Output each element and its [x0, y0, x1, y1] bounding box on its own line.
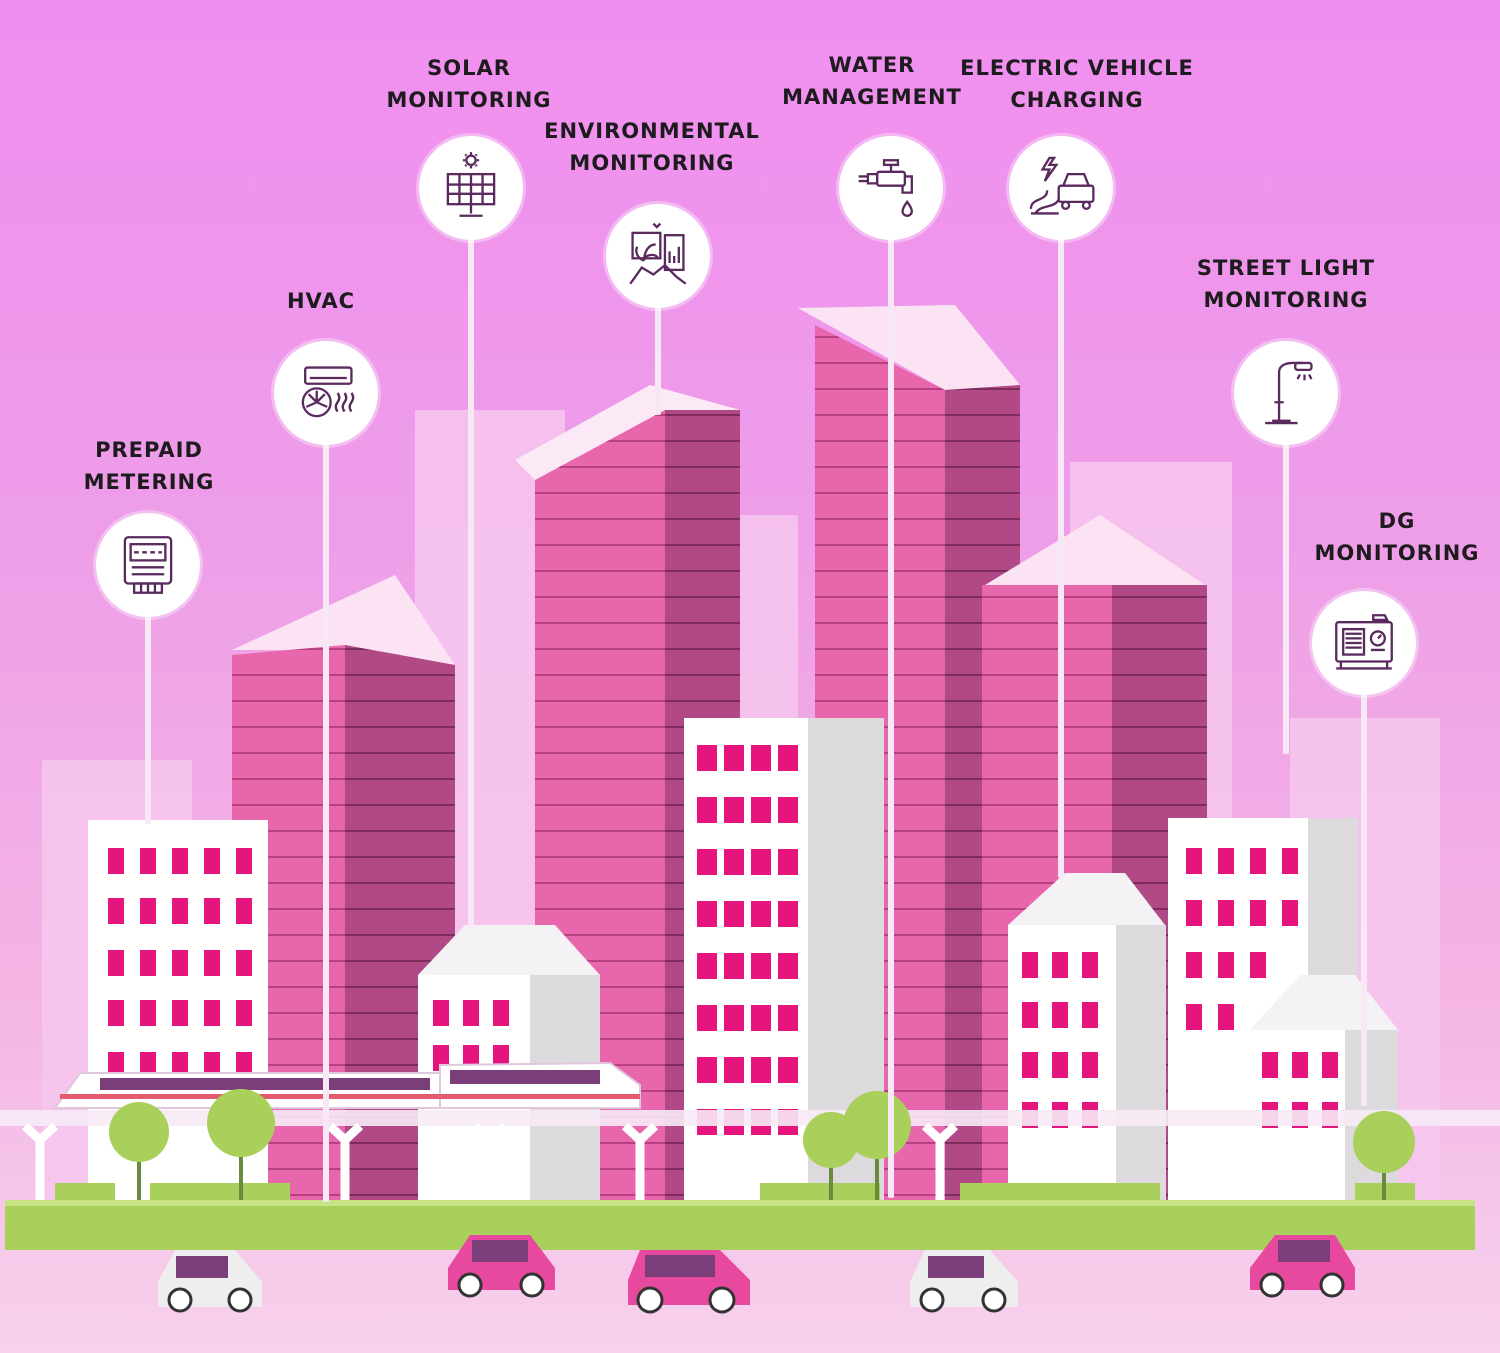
label-line: HVAC: [286, 289, 356, 313]
label-solar-monitoring: SOLAR MONITORING: [386, 52, 551, 116]
label-line: DG: [1378, 509, 1416, 533]
white-building-right: [1008, 873, 1166, 1205]
label-line: WATER: [828, 53, 916, 77]
node-environmental-monitoring: [606, 204, 710, 308]
car-white-2: [910, 1250, 1018, 1313]
label-line: SOLAR: [427, 56, 511, 80]
label-street-light-monitoring: STREET LIGHT MONITORING: [1197, 252, 1375, 316]
air-conditioner-icon: [301, 366, 355, 418]
label-line: STREET LIGHT: [1196, 256, 1376, 280]
ground: [5, 1183, 1475, 1250]
pin-environmental: [655, 305, 661, 415]
car-pink-1: [448, 1235, 555, 1298]
pin-dg: [1361, 694, 1367, 1106]
street-lamp-icon: [1265, 361, 1313, 425]
node-solar-monitoring: [419, 136, 523, 240]
label-hvac: HVAC: [287, 285, 355, 317]
label-dg-monitoring: DG MONITORING: [1314, 505, 1479, 569]
label-line: METERING: [83, 470, 215, 494]
cars: [158, 1235, 1355, 1314]
label-ev-charging: ELECTRIC VEHICLE CHARGING: [960, 52, 1194, 116]
pin-streetlight: [1283, 442, 1289, 754]
label-water-management: WATER MANAGEMENT: [782, 49, 962, 113]
water-tap-icon: [858, 159, 913, 217]
label-line: MONITORING: [1203, 288, 1369, 312]
label-line: MONITORING: [386, 88, 552, 112]
environment-sensor-icon: [629, 222, 687, 285]
car-pink-2: [628, 1250, 750, 1314]
car-white-1: [158, 1250, 262, 1313]
car-pink-3: [1250, 1235, 1355, 1298]
pin-prepaid: [145, 614, 151, 824]
label-environmental-monitoring: ENVIRONMENTAL MONITORING: [544, 115, 760, 179]
node-dg-monitoring: [1312, 591, 1416, 695]
label-line: ENVIRONMENTAL: [544, 119, 760, 143]
node-ev-charging: [1009, 136, 1113, 240]
label-line: MONITORING: [569, 151, 735, 175]
label-line: CHARGING: [1010, 88, 1144, 112]
pin-ev: [1058, 238, 1064, 878]
pin-water: [888, 238, 894, 1198]
label-line: MANAGEMENT: [782, 85, 962, 109]
label-line: ELECTRIC VEHICLE: [960, 56, 1194, 80]
electric-meter-icon: [123, 536, 173, 594]
pin-hvac: [323, 442, 329, 1202]
white-building-far-right: [1168, 818, 1398, 1205]
monorail-track: [0, 1110, 1500, 1200]
ev-charging-icon: [1029, 156, 1095, 215]
node-prepaid-metering: [96, 513, 200, 617]
diesel-generator-icon: [1335, 614, 1393, 670]
node-water-management: [839, 136, 943, 240]
pin-solar: [468, 238, 474, 928]
label-line: PREPAID: [95, 438, 203, 462]
label-line: MONITORING: [1314, 541, 1480, 565]
trees: [109, 1089, 1415, 1200]
node-street-light-monitoring: [1234, 341, 1338, 445]
node-hvac: [274, 341, 378, 445]
label-prepaid-metering: PREPAID METERING: [84, 434, 215, 498]
solar-panel-icon: [446, 152, 496, 217]
